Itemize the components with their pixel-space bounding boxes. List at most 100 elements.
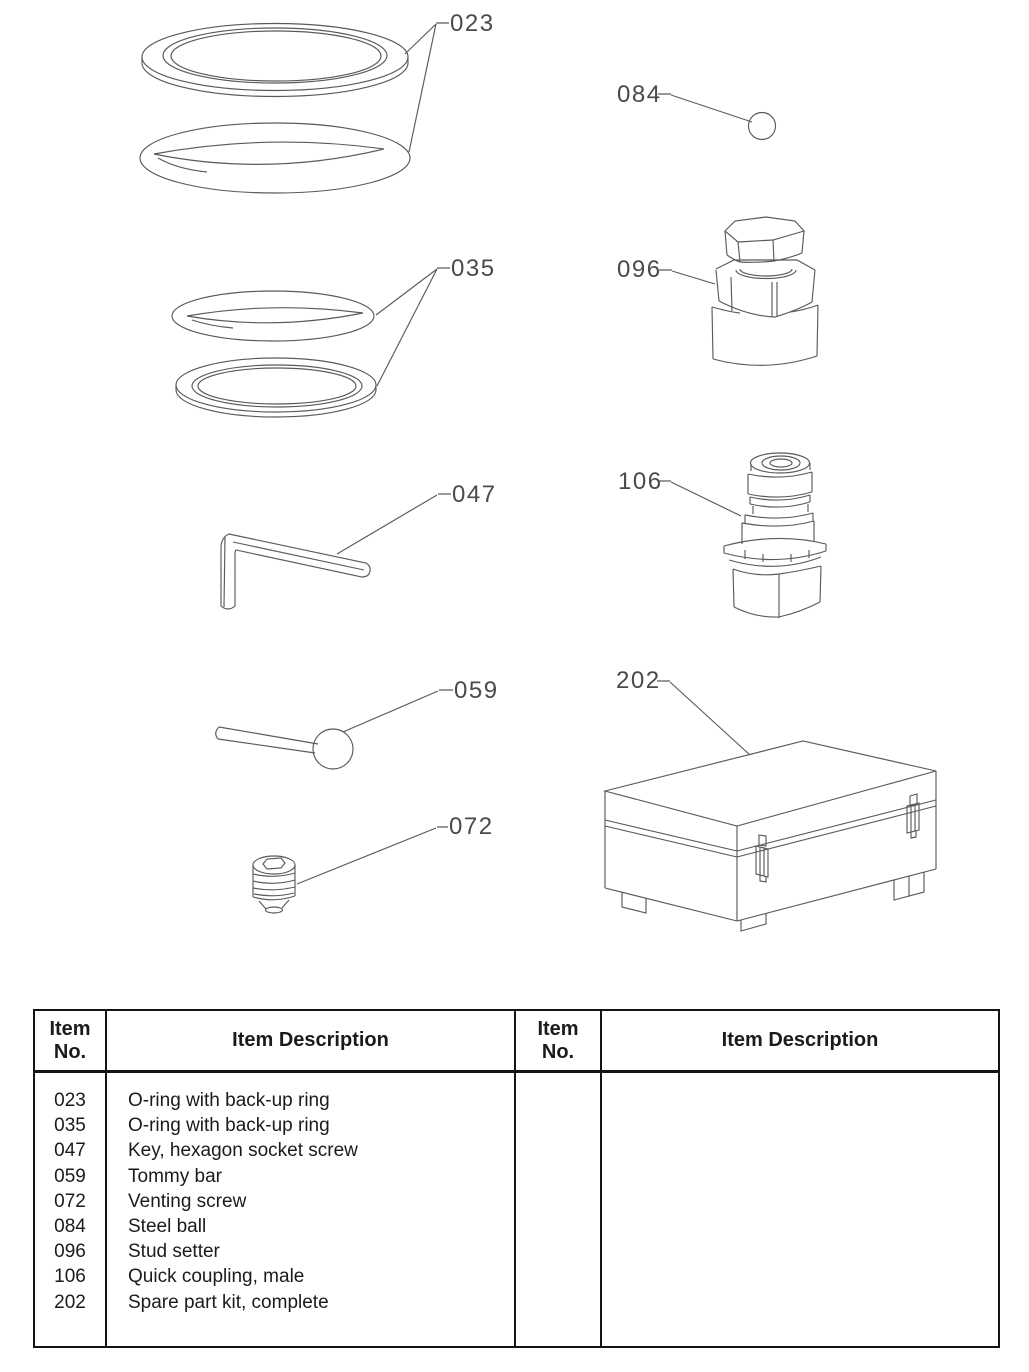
box-edges: [604, 771, 937, 922]
callout-047: 047: [336, 481, 497, 555]
table-header-item-no-left: Item No.: [35, 1011, 107, 1073]
o-ring-highlight: [191, 319, 234, 329]
leader-line: [375, 267, 450, 387]
leader-line: [658, 93, 753, 123]
item-description-cell: Steel ball: [128, 1216, 207, 1238]
item-description-cell: Venting screw: [128, 1190, 247, 1212]
callout-084: 084: [617, 81, 753, 123]
leader-line: [336, 493, 451, 555]
o-ring-outer: [139, 122, 411, 194]
box-lid-seam: [604, 799, 937, 858]
part-035-drawing: [171, 290, 377, 418]
collar-opening: [735, 268, 797, 280]
hex-base: [732, 565, 822, 618]
part-label: 047: [452, 481, 497, 508]
box-foot-front: [740, 913, 767, 932]
leader-line: [659, 269, 716, 285]
table-header-description-right: Item Description: [602, 1011, 998, 1073]
part-072-drawing: [252, 855, 296, 914]
part-label: 059: [454, 677, 499, 704]
o-ring-inner-bottom: [186, 312, 364, 324]
part-label: 096: [617, 256, 662, 283]
callout-106: 106: [618, 468, 742, 517]
o-ring-inner-top: [153, 141, 385, 155]
screw-tip: [264, 906, 284, 914]
item-no-cell: 072: [54, 1190, 86, 1212]
leader-line: [296, 826, 448, 885]
leader-line: [342, 689, 453, 733]
header-line-item: Item: [537, 1017, 579, 1040]
backup-ring-thickness: [141, 62, 409, 98]
part-059-drawing: [215, 726, 354, 770]
body-cylinder: [741, 520, 815, 544]
collar-sides: [715, 269, 816, 317]
groove-ridges: [749, 494, 811, 508]
leader-line: [658, 480, 742, 517]
backup-ring-inner2: [197, 367, 357, 405]
o-ring-highlight: [157, 157, 208, 173]
upper-band: [747, 471, 813, 498]
item-description-cell: Key, hexagon socket screw: [128, 1140, 358, 1162]
item-no-cell: 096: [54, 1241, 86, 1263]
parts-diagram: 023 084 035 096: [139, 10, 937, 932]
item-no-cell: 059: [54, 1165, 86, 1187]
callout-072: 072: [296, 813, 494, 885]
box-foot-right: [893, 872, 925, 901]
collar-top: [715, 259, 816, 271]
part-047-drawing: [220, 533, 371, 610]
item-description-cell: O-ring with back-up ring: [128, 1115, 330, 1137]
table-column-descriptions: O-ring with back-up ring O-ring with bac…: [107, 1073, 516, 1346]
header-line-item: Item: [49, 1017, 91, 1040]
item-no-cell: 035: [54, 1115, 86, 1137]
latch-right: [906, 793, 920, 839]
header-line-description: Item Description: [232, 1029, 389, 1051]
box-foot-left: [621, 892, 647, 914]
part-label: 023: [450, 10, 495, 37]
part-202-drawing: [602, 740, 937, 932]
latch-front: [755, 834, 769, 883]
screw-hex-socket: [262, 857, 286, 870]
item-description-cell: Tommy bar: [128, 1165, 222, 1187]
flange-notches: [744, 550, 810, 562]
steel-ball: [747, 111, 777, 141]
part-106-drawing: [723, 452, 827, 618]
backup-ring-edge: [141, 57, 409, 63]
callout-023: 023: [404, 10, 495, 153]
tip-inner: [761, 455, 801, 471]
table-column-item-numbers: 023 035 047 059 072 084 096 106 202: [35, 1073, 107, 1346]
item-description-cell: Stud setter: [128, 1241, 220, 1263]
part-label: 035: [451, 255, 496, 282]
backup-ring-inner2: [170, 30, 382, 82]
table-column-item-numbers-empty: [516, 1073, 602, 1346]
table-header-item-no-right: Item No.: [516, 1011, 602, 1073]
callout-059: 059: [342, 677, 499, 733]
part-084-drawing: [747, 111, 777, 141]
bar-rod: [215, 726, 319, 754]
item-description-cell: Spare part kit, complete: [128, 1291, 329, 1313]
parts-table: Item No. Item Description Item No. Item …: [33, 1009, 1000, 1348]
item-description-cell: O-ring with back-up ring: [128, 1090, 330, 1111]
leader-line: [657, 680, 751, 756]
backup-ring-thickness: [175, 385, 377, 418]
part-label: 072: [449, 813, 494, 840]
o-ring-inner-top: [186, 307, 364, 317]
hex-key-facets: [223, 536, 365, 608]
base-cylinder: [711, 304, 819, 366]
collar-bottom: [718, 300, 813, 318]
screw-threads: [252, 872, 296, 897]
hex-head-sides: [724, 230, 805, 263]
callout-035: 035: [375, 255, 496, 387]
header-line-no: No.: [53, 1040, 87, 1063]
hex-key-outline: [220, 533, 371, 610]
item-description-cell: Quick coupling, male: [128, 1266, 305, 1288]
part-label: 106: [618, 468, 663, 495]
hex-head-bottom: [726, 252, 803, 263]
backup-ring-inner: [162, 27, 388, 84]
item-no-cell: 202: [54, 1291, 86, 1313]
bar-ball-end: [312, 728, 354, 770]
hex-head-top: [724, 216, 806, 243]
item-no-cell: 047: [54, 1140, 86, 1162]
item-no-cell: 084: [54, 1216, 86, 1238]
screw-tip-cone: [258, 899, 290, 910]
